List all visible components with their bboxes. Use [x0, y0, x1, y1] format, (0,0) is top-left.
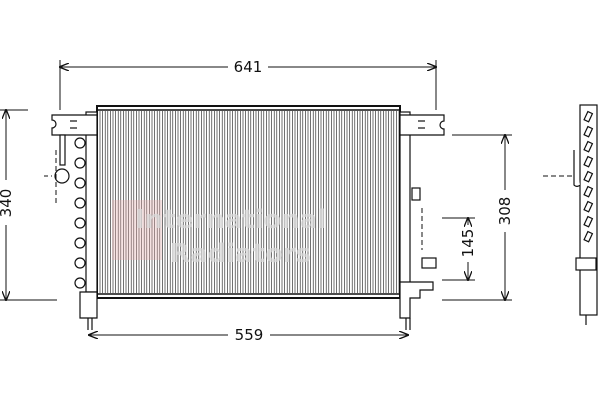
dim-overall-width: 641	[234, 58, 263, 76]
side-slot	[583, 170, 594, 183]
tube-loop	[74, 257, 86, 269]
dim-core-height: 340	[0, 189, 15, 218]
side-slot	[583, 200, 594, 213]
tube-loop	[74, 157, 86, 169]
side-slot	[583, 110, 594, 123]
tube-loop	[74, 217, 86, 229]
watermark-line2: Radiators	[170, 239, 311, 269]
tube-loop	[74, 237, 86, 249]
watermark: International Radiators	[112, 200, 326, 269]
side-slot	[583, 125, 594, 138]
left-header	[51, 111, 98, 330]
tube-loop	[74, 197, 86, 209]
watermark-logo	[112, 200, 162, 260]
tube-loop	[74, 277, 86, 289]
dim-mount-spacing: 559	[235, 326, 264, 344]
side-slot	[583, 230, 594, 243]
condenser-core	[96, 105, 401, 299]
side-view	[573, 104, 598, 325]
side-slot	[583, 215, 594, 228]
side-slot	[583, 155, 594, 168]
side-slot	[583, 140, 594, 153]
watermark-line1: International	[135, 205, 326, 235]
tube-loop	[74, 137, 86, 149]
right-header	[399, 111, 445, 330]
side-slot	[583, 185, 594, 198]
tube-loop	[74, 177, 86, 189]
dim-connection-offset: 145	[459, 229, 477, 258]
dimension-lines	[0, 60, 512, 335]
dim-side-height: 308	[496, 197, 514, 226]
